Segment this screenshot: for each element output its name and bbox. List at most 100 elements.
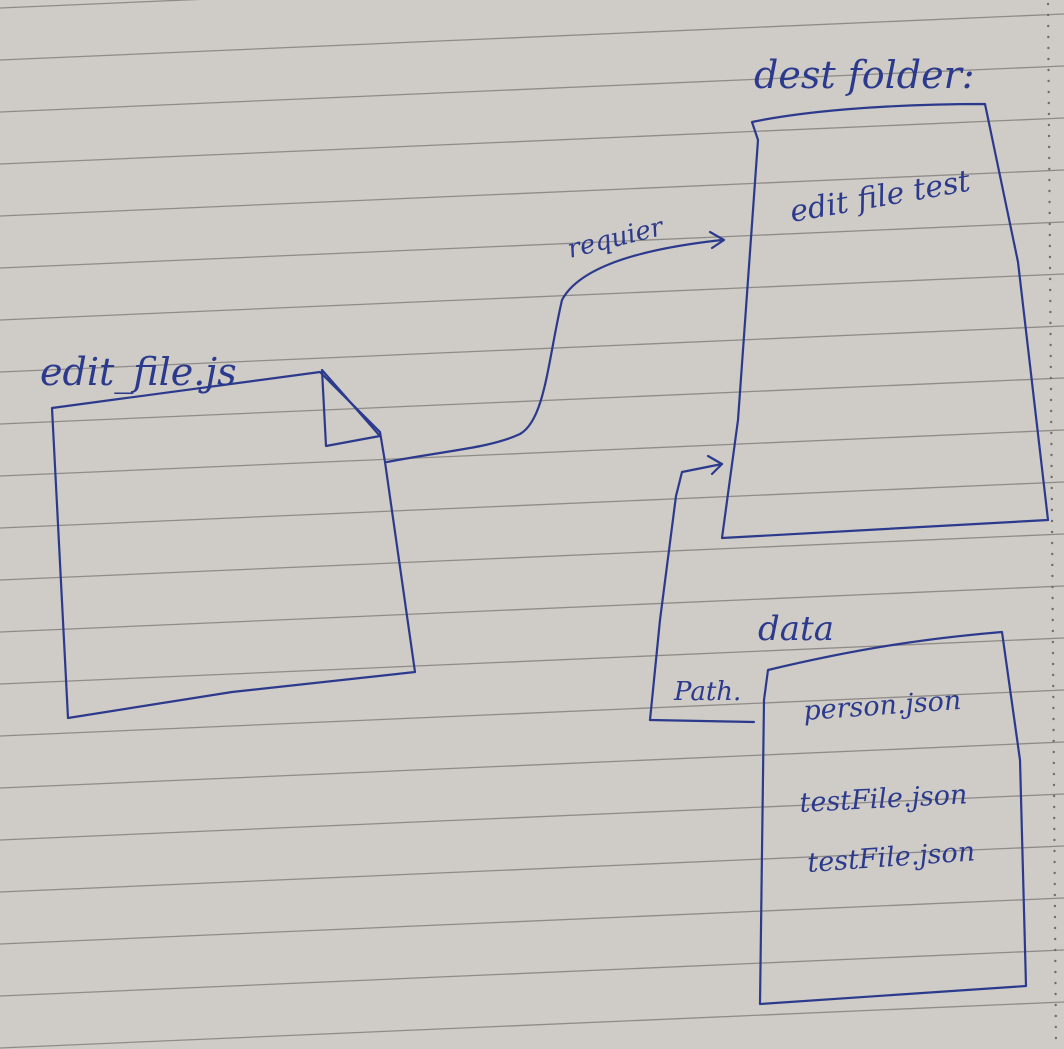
margin-dot <box>1047 112 1051 116</box>
ruled-line <box>0 533 1064 581</box>
ruled-line <box>0 793 1064 841</box>
margin-dot <box>1050 497 1054 501</box>
margin-dot <box>1052 684 1055 688</box>
margin-dot <box>1052 794 1056 798</box>
margin-dot <box>1050 453 1053 457</box>
margin-dot <box>1046 24 1050 28</box>
margin-dot <box>1047 35 1050 39</box>
margin-dot <box>1051 662 1055 666</box>
require-arrowhead-icon <box>708 230 726 250</box>
margin-dot <box>1053 871 1056 875</box>
margin-dot <box>1054 1036 1058 1040</box>
margin-dot <box>1051 585 1054 589</box>
margin-dot <box>1047 101 1050 105</box>
margin-dot <box>1050 420 1053 424</box>
margin-dot <box>1047 79 1050 83</box>
margin-dot <box>1054 992 1057 996</box>
data-file-item: testFile.json <box>806 836 976 879</box>
margin-dot <box>1051 673 1055 677</box>
data-file-item: person.json <box>802 685 962 727</box>
margin-dot <box>1048 200 1051 204</box>
dest-folder-item: edit file test <box>787 164 974 230</box>
margin-dot <box>1054 1025 1058 1029</box>
margin-dot <box>1048 255 1052 259</box>
dest-folder-label: dest folder: <box>754 53 975 97</box>
path-label-box <box>648 718 756 724</box>
margin-dot <box>1050 442 1053 446</box>
margin-dot <box>1051 618 1054 622</box>
ruled-line <box>0 169 1064 217</box>
margin-dot <box>1054 1014 1057 1018</box>
margin-dot <box>1051 574 1054 578</box>
margin-dot <box>1052 706 1055 710</box>
ruled-line <box>0 65 1064 113</box>
data-folder-label: data <box>758 609 834 649</box>
margin-dot <box>1049 409 1053 413</box>
margin-dot <box>1053 816 1056 820</box>
margin-dot <box>1048 233 1051 237</box>
margin-dot <box>1046 2 1050 6</box>
margin-dot <box>1049 321 1052 325</box>
margin-dot <box>1052 783 1056 787</box>
source-file-node: edit_file.js <box>40 350 417 720</box>
require-arrow-line <box>385 238 724 464</box>
margin-dot <box>1048 211 1051 215</box>
margin-dot <box>1053 882 1056 886</box>
source-file-box <box>50 370 417 720</box>
margin-dot <box>1051 552 1054 556</box>
margin-dot <box>1054 948 1057 952</box>
path-connector: Path. <box>648 454 756 724</box>
margin-dot <box>1053 915 1057 919</box>
margin-dot <box>1050 486 1053 490</box>
margin-dot <box>1052 750 1055 754</box>
ruled-line <box>0 273 1064 321</box>
margin-dot <box>1047 123 1051 127</box>
ruled-line <box>0 741 1064 789</box>
file-dogear-icon <box>320 368 382 448</box>
ruled-line <box>0 221 1064 269</box>
margin-dot <box>1047 134 1051 138</box>
margin-dot <box>1052 805 1056 809</box>
ruled-line <box>0 13 1064 61</box>
ruled-line <box>0 1001 1064 1049</box>
margin-dot <box>1047 90 1050 94</box>
margin-dot <box>1049 387 1053 391</box>
margin-dot <box>1053 849 1056 853</box>
margin-dot <box>1048 167 1051 171</box>
margin-dotted-line <box>1046 2 1058 1040</box>
margin-dot <box>1050 530 1054 534</box>
ruled-line <box>0 845 1064 893</box>
path-arrow-line <box>648 462 724 722</box>
margin-dot <box>1050 475 1053 479</box>
margin-dot <box>1048 222 1051 226</box>
margin-dot <box>1049 376 1053 380</box>
margin-dot <box>1049 332 1052 336</box>
margin-dot <box>1052 761 1056 765</box>
margin-dot <box>1051 607 1054 611</box>
ruled-line <box>0 0 201 9</box>
data-folder-node: data person.json testFile.json testFile.… <box>758 609 1028 1006</box>
margin-dot <box>1053 904 1057 908</box>
dest-folder-box <box>720 102 1050 540</box>
margin-dot <box>1049 365 1052 369</box>
margin-dot <box>1051 563 1054 567</box>
margin-dot <box>1053 893 1057 897</box>
margin-dot <box>1052 695 1055 699</box>
ruled-line <box>0 897 1064 945</box>
margin-dot <box>1051 596 1054 600</box>
ruled-line <box>0 949 1064 997</box>
margin-dot <box>1048 277 1052 281</box>
margin-dot <box>1053 860 1056 864</box>
margin-dot <box>1049 354 1052 358</box>
margin-dot <box>1053 926 1057 930</box>
margin-dot <box>1049 288 1052 292</box>
margin-dot <box>1046 13 1050 17</box>
margin-dot <box>1052 717 1055 721</box>
margin-dot <box>1047 46 1050 50</box>
margin-dot <box>1049 398 1053 402</box>
margin-dot <box>1050 508 1054 512</box>
ruled-line <box>0 377 1064 425</box>
margin-dot <box>1050 431 1053 435</box>
require-label: requier <box>564 212 667 265</box>
